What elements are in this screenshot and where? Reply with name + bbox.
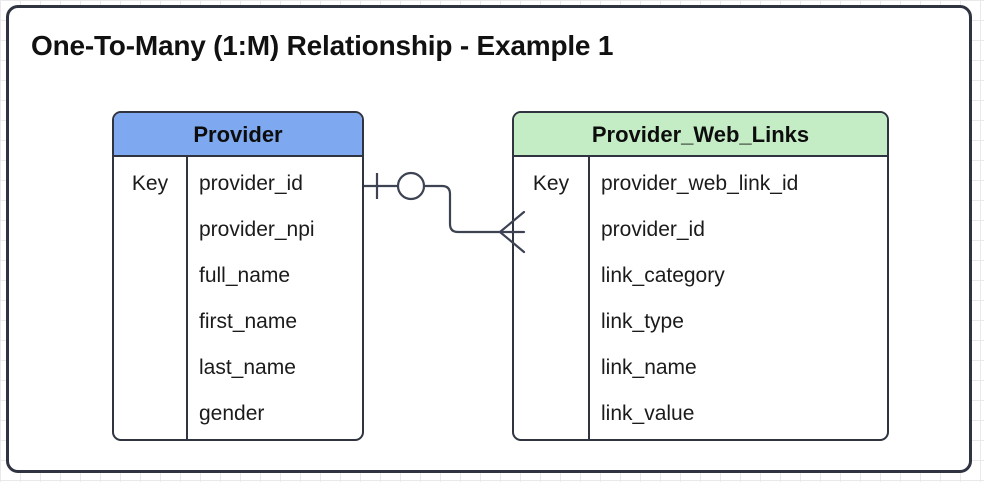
attribute-row: provider_id <box>601 218 705 241</box>
optional-circle-icon <box>396 171 426 201</box>
attribute-row: link_category <box>601 264 725 287</box>
entity-provider-key-column: Key <box>114 157 188 439</box>
attribute-row: last_name <box>199 356 296 379</box>
attribute-row: provider_npi <box>199 218 315 241</box>
attribute-row: full_name <box>199 264 291 287</box>
attribute-row: provider_web_link_id <box>601 172 799 195</box>
entity-provider-web-links-body: Key provider_web_link_id provider_id lin… <box>514 157 887 439</box>
connector-route <box>422 184 502 234</box>
entity-provider-title: Provider <box>114 113 362 157</box>
diagram-panel: One-To-Many (1:M) Relationship - Example… <box>6 5 972 473</box>
attribute-row: link_value <box>601 402 695 425</box>
entity-provider-body: Key provider_id provider_npi full_name f… <box>114 157 362 439</box>
entity-provider-attribute-column: provider_id provider_npi full_name first… <box>188 157 362 439</box>
entity-provider-web-links-attribute-column: provider_web_link_id provider_id link_ca… <box>590 157 887 439</box>
entity-provider-web-links[interactable]: Provider_Web_Links Key provider_web_link… <box>512 111 889 441</box>
attribute-row: first_name <box>199 310 298 333</box>
attribute-row: gender <box>199 402 265 425</box>
page-title: One-To-Many (1:M) Relationship - Example… <box>31 30 614 61</box>
entity-provider-web-links-key-column: Key <box>514 157 590 439</box>
entity-provider[interactable]: Provider Key provider_id provider_npi fu… <box>112 111 364 441</box>
attribute-row: link_name <box>601 356 697 379</box>
entity-provider-web-links-title: Provider_Web_Links <box>514 113 887 157</box>
relationship-connector[interactable] <box>354 148 526 258</box>
key-label: Key <box>131 172 169 195</box>
attribute-row: provider_id <box>199 172 303 195</box>
attribute-row: link_type <box>601 310 684 333</box>
key-label: Key <box>532 172 570 195</box>
